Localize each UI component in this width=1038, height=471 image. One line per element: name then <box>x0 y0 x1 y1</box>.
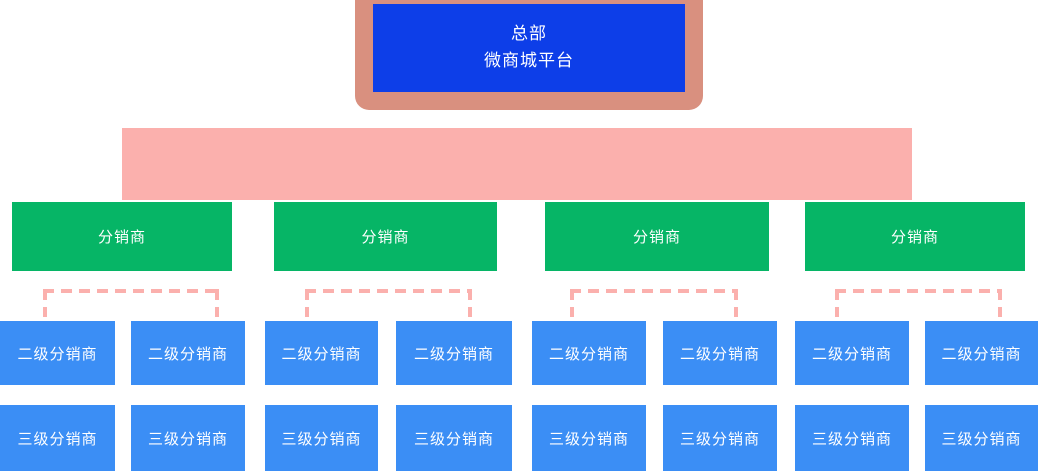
connector-right-dashed-drop <box>734 289 738 317</box>
connector-horizontal-dashed-line <box>570 289 738 293</box>
tertiary-distributor-node[interactable]: 三级分销商 <box>532 405 646 471</box>
secondary-distributor-label: 二级分销商 <box>17 344 98 363</box>
secondary-distributor-label: 二级分销商 <box>679 344 760 363</box>
connector-left-dashed-drop <box>570 289 574 317</box>
headquarters-title-line1: 总部 <box>511 23 547 44</box>
connector-right-dashed-drop <box>215 289 219 317</box>
distributor-label: 分销商 <box>97 228 146 246</box>
secondary-distributor-label: 二级分销商 <box>941 344 1022 363</box>
tertiary-distributor-label: 三级分销商 <box>281 429 362 448</box>
secondary-distributor-row: 二级分销商 二级分销商 二级分销商 二级分销商 二级分销商 二级分销商 二级分销商 二级分销商 <box>0 321 1038 385</box>
secondary-distributor-node[interactable]: 二级分销商 <box>925 321 1038 385</box>
secondary-distributor-node[interactable]: 二级分销商 <box>396 321 512 385</box>
tertiary-distributor-label: 三级分销商 <box>679 429 760 448</box>
tertiary-distributor-label: 三级分销商 <box>941 429 1022 448</box>
headquarters-node[interactable]: 总部 微商城平台 <box>373 4 685 92</box>
tertiary-distributor-node[interactable]: 三级分销商 <box>396 405 512 471</box>
distributor-node[interactable]: 分销商 <box>274 202 497 271</box>
distributor-to-sub-connector <box>570 289 738 323</box>
tertiary-distributor-node[interactable]: 三级分销商 <box>795 405 909 471</box>
distributor-row: 分销商 分销商 分销商 分销商 <box>0 202 1038 271</box>
distributor-label: 分销商 <box>361 228 410 246</box>
tertiary-distributor-node[interactable]: 三级分销商 <box>265 405 378 471</box>
distributor-label: 分销商 <box>632 228 681 246</box>
secondary-distributor-label: 二级分销商 <box>147 344 228 363</box>
headquarters-title-line2: 微商城平台 <box>484 51 574 71</box>
connector-horizontal-dashed-line <box>835 289 1002 293</box>
tertiary-distributor-label: 三级分销商 <box>811 429 892 448</box>
secondary-distributor-node[interactable]: 二级分销商 <box>532 321 646 385</box>
secondary-distributor-label: 二级分销商 <box>811 344 892 363</box>
connector-left-dashed-drop <box>835 289 839 317</box>
distributor-node[interactable]: 分销商 <box>12 202 232 271</box>
tertiary-distributor-label: 三级分销商 <box>17 429 98 448</box>
headquarters-to-distributor-connector <box>122 128 912 200</box>
connector-right-dashed-drop <box>998 289 1002 317</box>
tertiary-distributor-label: 三级分销商 <box>413 429 494 448</box>
tertiary-distributor-node[interactable]: 三级分销商 <box>663 405 777 471</box>
distributor-to-sub-connector <box>305 289 472 323</box>
tertiary-distributor-node[interactable]: 三级分销商 <box>0 405 115 471</box>
secondary-distributor-node[interactable]: 二级分销商 <box>0 321 115 385</box>
tertiary-distributor-label: 三级分销商 <box>548 429 629 448</box>
secondary-distributor-node[interactable]: 二级分销商 <box>795 321 909 385</box>
connector-horizontal-dashed-line <box>305 289 472 293</box>
tertiary-distributor-label: 三级分销商 <box>147 429 228 448</box>
distributor-to-sub-connector <box>43 289 219 323</box>
distributor-to-sub-connector <box>835 289 1002 323</box>
tertiary-distributor-node[interactable]: 三级分销商 <box>925 405 1038 471</box>
connector-left-dashed-drop <box>305 289 309 317</box>
distributor-node[interactable]: 分销商 <box>545 202 769 271</box>
secondary-distributor-node[interactable]: 二级分销商 <box>265 321 378 385</box>
secondary-distributor-node[interactable]: 二级分销商 <box>131 321 245 385</box>
tertiary-distributor-row: 三级分销商 三级分销商 三级分销商 三级分销商 三级分销商 三级分销商 三级分销商 三级分销商 <box>0 405 1038 471</box>
connector-horizontal-dashed-line <box>43 289 219 293</box>
secondary-distributor-node[interactable]: 二级分销商 <box>663 321 777 385</box>
secondary-distributor-label: 二级分销商 <box>281 344 362 363</box>
tertiary-distributor-node[interactable]: 三级分销商 <box>131 405 245 471</box>
secondary-distributor-label: 二级分销商 <box>548 344 629 363</box>
distributor-node[interactable]: 分销商 <box>805 202 1025 271</box>
connector-right-dashed-drop <box>468 289 472 317</box>
secondary-distributor-label: 二级分销商 <box>413 344 494 363</box>
connector-left-dashed-drop <box>43 289 47 317</box>
distributor-label: 分销商 <box>890 228 939 246</box>
